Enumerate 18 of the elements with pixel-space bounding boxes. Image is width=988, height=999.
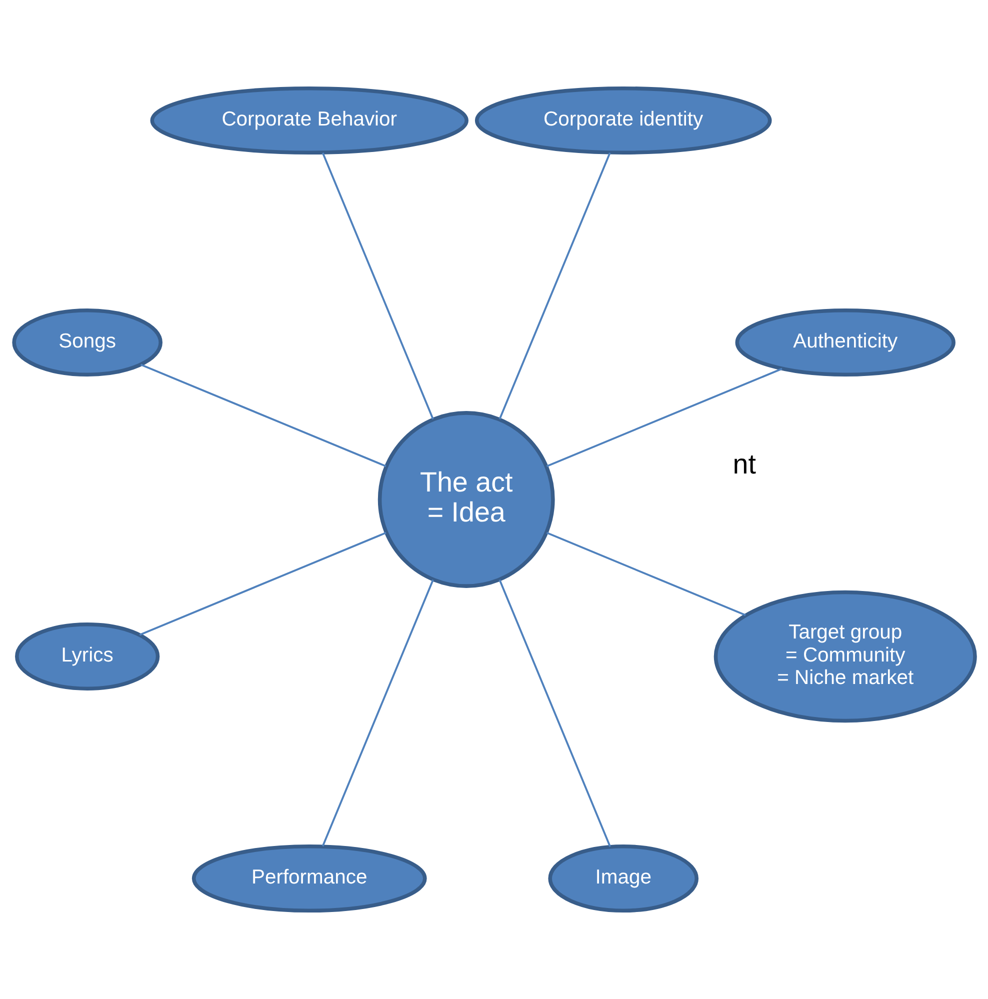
node-ellipse: Image [548, 844, 698, 913]
node-circle: The act = Idea [377, 411, 554, 588]
connector [138, 532, 386, 636]
connector [321, 152, 434, 420]
node-ellipse: Corporate identity [474, 86, 772, 154]
connector [498, 152, 610, 420]
node-ellipse: Lyrics [14, 622, 160, 690]
node-ellipse: Authenticity [734, 308, 955, 377]
connector [546, 532, 746, 616]
connector [546, 368, 782, 468]
connector [321, 580, 434, 846]
node-ellipse: Performance [191, 844, 426, 913]
label: nt [732, 448, 756, 480]
connector [498, 580, 610, 847]
node-ellipse: Corporate Behavior [150, 86, 468, 154]
node-ellipse: Target group = Community = Niche market [713, 590, 976, 723]
node-ellipse: Songs [12, 308, 162, 377]
connector [140, 364, 386, 468]
